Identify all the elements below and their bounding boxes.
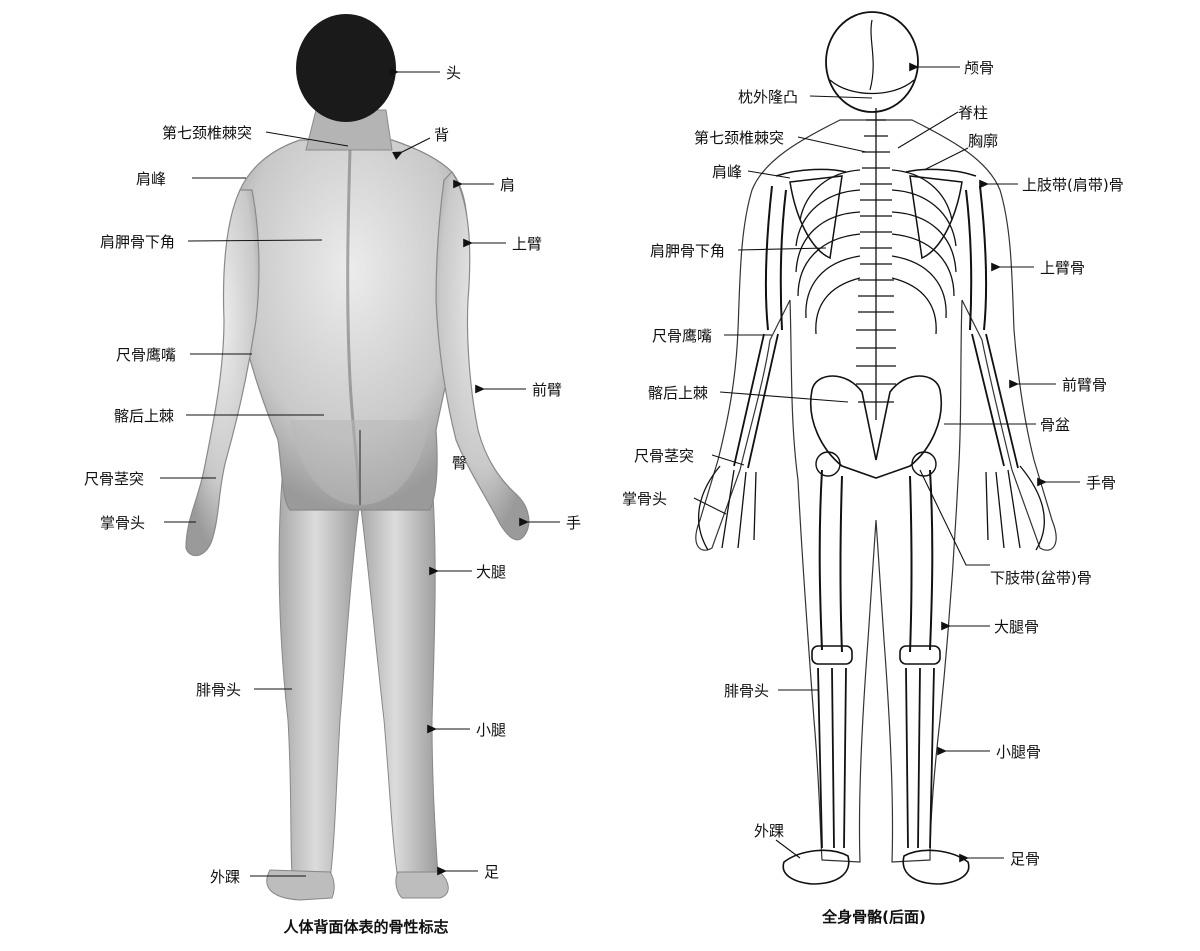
left-label-foot: 足 xyxy=(437,863,499,881)
label-fibula-head-skeleton: 腓骨头 xyxy=(724,682,769,700)
label-forearm: 前臂 xyxy=(532,381,562,399)
left-label-hand: 手 xyxy=(519,514,581,532)
label-lateral-malleolus: 外踝 xyxy=(210,868,240,886)
label-metacarpal-head: 掌骨头 xyxy=(100,514,145,532)
left-label-fibula-head: 腓骨头 xyxy=(196,681,292,699)
right-label-foot-bones: 足骨 xyxy=(959,850,1040,868)
label-leg-bones: 小腿骨 xyxy=(996,743,1041,761)
human-back-silhouette xyxy=(185,14,530,901)
left-label-olecranon: 尺骨鹰嘴 xyxy=(116,346,252,364)
label-lateral-malleolus-skeleton: 外踝 xyxy=(754,822,784,840)
right-label-c7: 第七颈椎棘突 xyxy=(694,129,867,153)
label-pelvis: 骨盆 xyxy=(1040,416,1070,434)
label-spine: 脊柱 xyxy=(958,104,988,122)
left-label-ulnar-styloid: 尺骨茎突 xyxy=(84,470,216,488)
left-label-back: 背 xyxy=(392,126,449,160)
right-label-skull: 颅骨 xyxy=(909,59,994,77)
label-c7-spinous: 第七颈椎棘突 xyxy=(162,124,252,142)
left-label-scapula: 肩胛骨下角 xyxy=(100,233,323,251)
label-olecranon-skeleton: 尺骨鹰嘴 xyxy=(652,327,712,345)
right-caption: 全身骨骼(后面) xyxy=(821,908,926,926)
label-calf: 小腿 xyxy=(476,721,506,739)
label-foot-bones: 足骨 xyxy=(1010,850,1040,868)
left-label-lateral-malleolus: 外踝 xyxy=(210,868,306,886)
right-label-lateral-malleolus: 外踝 xyxy=(754,822,801,859)
label-fibula-head: 腓骨头 xyxy=(196,681,241,699)
label-shoulder-girdle: 上肢带(肩带)骨 xyxy=(1022,176,1124,194)
left-label-shoulder: 肩 xyxy=(453,176,515,194)
right-label-metacarpal: 掌骨头 xyxy=(622,490,727,515)
right-label-ulnar-styloid: 尺骨茎突 xyxy=(634,447,745,466)
label-femur: 大腿骨 xyxy=(994,618,1039,636)
right-label-shoulder-girdle: 上肢带(肩带)骨 xyxy=(979,176,1124,194)
right-label-hand-bones: 手骨 xyxy=(1037,474,1116,492)
label-thigh: 大腿 xyxy=(476,563,506,581)
label-humerus: 上臂骨 xyxy=(1040,259,1085,277)
right-label-olecranon: 尺骨鹰嘴 xyxy=(652,327,772,345)
label-hand: 手 xyxy=(566,514,581,532)
label-ulnar-styloid-skeleton: 尺骨茎突 xyxy=(634,447,694,465)
label-hand-bones: 手骨 xyxy=(1086,474,1116,492)
left-label-buttock: 臀 xyxy=(452,454,467,472)
right-label-psis: 髂后上棘 xyxy=(648,384,849,403)
label-buttock: 臀 xyxy=(452,454,467,472)
label-c7-spinous-skeleton: 第七颈椎棘突 xyxy=(694,129,784,147)
left-label-thigh: 大腿 xyxy=(429,563,506,581)
right-label-acromion: 肩峰 xyxy=(712,163,791,181)
left-label-head: 头 xyxy=(389,64,461,82)
label-acromion-skeleton: 肩峰 xyxy=(712,163,742,181)
left-label-metacarpal: 掌骨头 xyxy=(100,514,196,532)
label-scapula-angle: 肩胛骨下角 xyxy=(100,233,175,251)
label-head: 头 xyxy=(446,64,461,82)
right-label-occipital: 枕外隆凸 xyxy=(738,88,873,106)
label-pelvic-girdle: 下肢带(盆带)骨 xyxy=(990,569,1092,587)
label-ulnar-styloid: 尺骨茎突 xyxy=(84,470,144,488)
label-acromion: 肩峰 xyxy=(136,170,166,188)
right-label-pelvic-girdle: 下肢带(盆带)骨 xyxy=(919,469,1092,587)
right-label-scapula: 肩胛骨下角 xyxy=(650,242,827,260)
right-figure: 颅骨 枕外隆凸 脊柱 第七颈椎棘突 胸廓 肩峰 上肢带(肩带)骨 肩胛骨下角 xyxy=(622,11,1124,926)
right-label-femur: 大腿骨 xyxy=(941,618,1039,636)
right-label-spine: 脊柱 xyxy=(897,104,988,149)
left-figure: 头 第七颈椎棘突 背 肩峰 肩 肩胛骨下角 上臂 尺骨鹰嘴 xyxy=(84,14,581,936)
left-label-calf: 小腿 xyxy=(427,721,506,739)
right-label-forearm-bones: 前臂骨 xyxy=(1009,376,1107,394)
label-metacarpal-head-skeleton: 掌骨头 xyxy=(622,490,667,508)
left-label-upper-arm: 上臂 xyxy=(463,235,542,253)
skeleton-drawing xyxy=(695,11,1057,885)
label-thorax: 胸廓 xyxy=(968,132,998,150)
label-upper-arm: 上臂 xyxy=(512,235,542,253)
label-olecranon: 尺骨鹰嘴 xyxy=(116,346,176,364)
right-label-humerus: 上臂骨 xyxy=(991,259,1085,277)
label-scapula-angle-skeleton: 肩胛骨下角 xyxy=(650,242,725,260)
label-skull: 颅骨 xyxy=(964,59,994,77)
right-label-thorax: 胸廓 xyxy=(923,132,998,171)
left-label-acromion: 肩峰 xyxy=(136,170,246,188)
left-label-forearm: 前臂 xyxy=(475,381,562,399)
label-back: 背 xyxy=(434,126,449,144)
left-label-c7: 第七颈椎棘突 xyxy=(162,124,349,147)
label-psis: 髂后上棘 xyxy=(114,407,174,425)
label-occipital-protuberance: 枕外隆凸 xyxy=(738,88,798,106)
label-shoulder: 肩 xyxy=(500,176,515,194)
label-foot: 足 xyxy=(484,863,499,881)
label-psis-skeleton: 髂后上棘 xyxy=(648,384,708,402)
right-label-fibula-head: 腓骨头 xyxy=(724,682,818,700)
left-caption: 人体背面体表的骨性标志 xyxy=(283,918,448,936)
left-label-psis: 髂后上棘 xyxy=(114,407,324,425)
right-label-pelvis: 骨盆 xyxy=(944,416,1070,434)
label-forearm-bones: 前臂骨 xyxy=(1062,376,1107,394)
right-label-leg-bones: 小腿骨 xyxy=(937,743,1041,761)
